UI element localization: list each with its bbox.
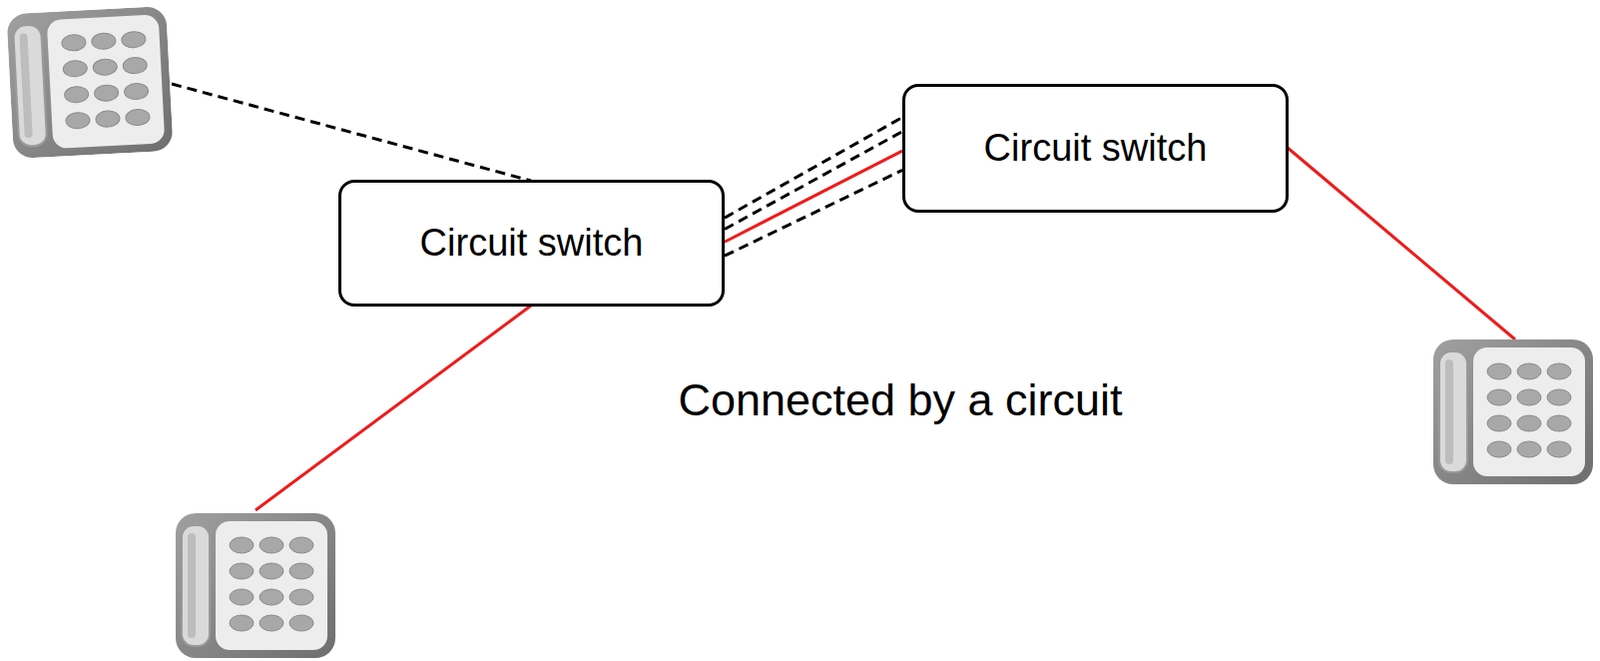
switch-box: Circuit switch — [338, 179, 725, 307]
access-line — [171, 83, 532, 181]
caption-label: Connected by a circuit — [677, 374, 1122, 427]
telephone-icon — [175, 513, 336, 658]
switch-box: Circuit switch — [902, 83, 1289, 213]
access-line — [255, 305, 532, 511]
trunk-circuit — [724, 117, 903, 219]
switch-label: Circuit switch — [984, 126, 1208, 171]
trunk-circuit — [724, 169, 903, 256]
caption-text: Connected by a circuit — [677, 374, 1122, 426]
telephone-icon — [5, 5, 173, 159]
telephone-icon — [1433, 339, 1594, 485]
switch-label: Circuit switch — [420, 221, 644, 266]
trunk-circuit — [724, 150, 903, 242]
access-line — [1287, 147, 1516, 340]
